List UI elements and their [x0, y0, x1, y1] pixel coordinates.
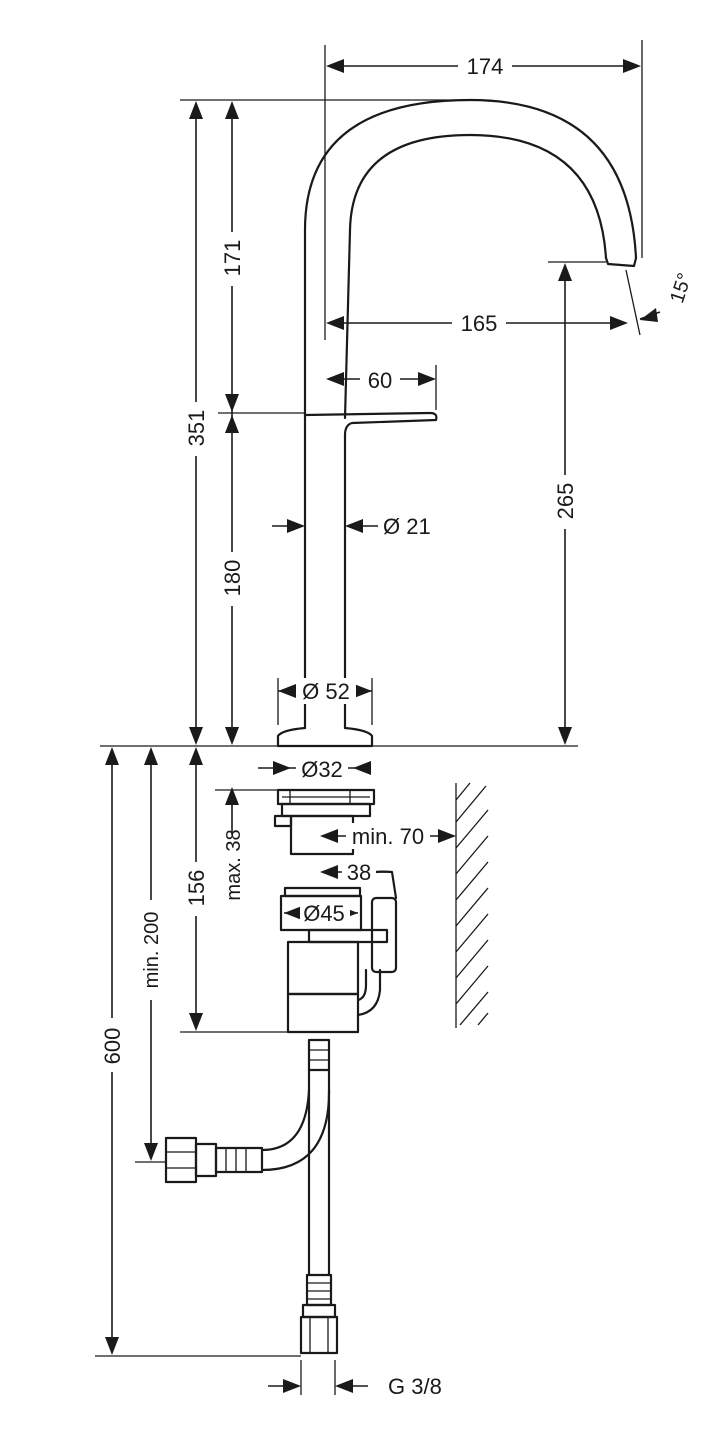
label-max-38: max. 38 — [223, 829, 245, 900]
supply-hoses — [164, 1038, 339, 1355]
label-171: 171 — [220, 240, 245, 277]
label-min-200: min. 200 — [141, 912, 163, 989]
label-265: 265 — [553, 483, 578, 520]
label-174: 174 — [467, 54, 504, 79]
label-351: 351 — [184, 410, 209, 447]
dimension-labels: 174 165 15° 60 351 171 180 265 Ø 21 Ø 52… — [98, 52, 696, 1399]
dimension-lines — [95, 40, 661, 1395]
underdeck-assembly — [273, 788, 398, 1034]
label-165: 165 — [461, 311, 498, 336]
label-diameter-52: Ø 52 — [302, 679, 350, 704]
label-diameter-32: Ø32 — [301, 757, 343, 782]
label-diameter-45: Ø45 — [303, 901, 345, 926]
label-g-3-8: G 3/8 — [388, 1374, 442, 1399]
label-38: 38 — [347, 860, 371, 885]
label-60: 60 — [368, 368, 392, 393]
label-min-70: min. 70 — [352, 824, 424, 849]
label-15-degrees: 15° — [666, 270, 696, 306]
wall-hatch — [455, 782, 489, 1028]
label-600: 600 — [100, 1028, 125, 1065]
label-180: 180 — [220, 560, 245, 597]
label-156: 156 — [184, 870, 209, 907]
faucet-outline — [276, 98, 638, 748]
label-diameter-21: Ø 21 — [383, 514, 431, 539]
